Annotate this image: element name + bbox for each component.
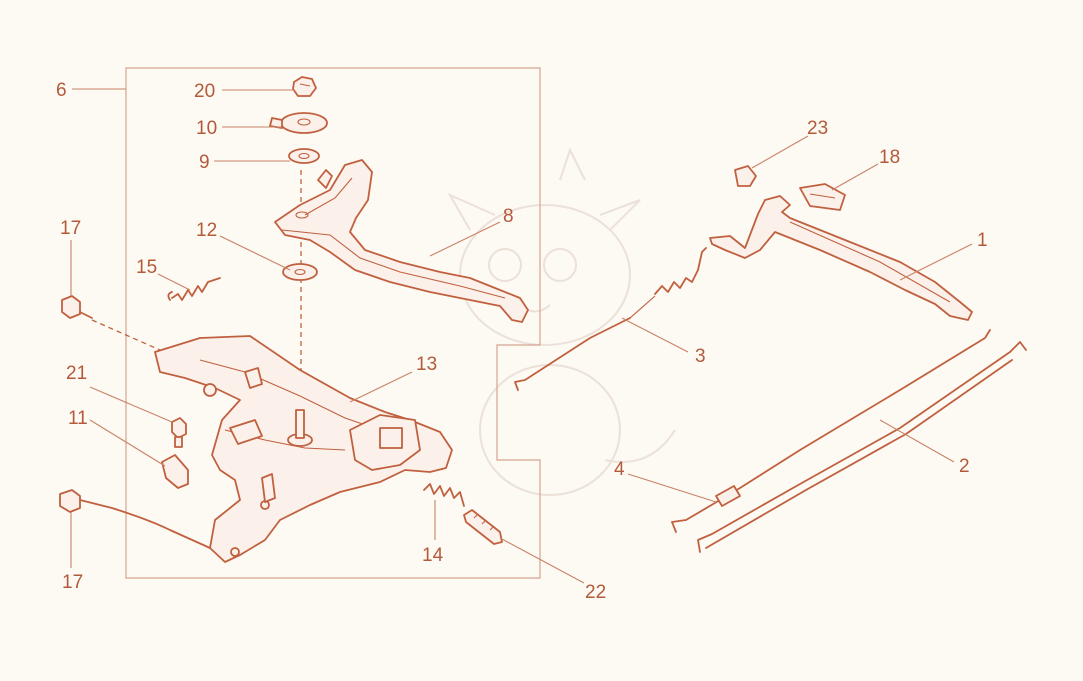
rod-part-4 (671, 329, 991, 533)
label-part-22: 22 (585, 582, 606, 603)
label-part-2: 2 (959, 456, 970, 477)
leader-lines (70, 88, 973, 584)
watermark-mascot (447, 147, 676, 496)
label-part-14: 14 (422, 545, 444, 566)
label-part-10: 10 (196, 118, 217, 139)
cable-end-part-17-top (61, 295, 161, 351)
label-part-6: 6 (56, 80, 67, 101)
cable-end-part-17-bottom (59, 489, 211, 549)
label-part-11: 11 (68, 408, 88, 429)
label-part-4: 4 (614, 459, 625, 480)
label-part-1: 1 (977, 230, 988, 251)
label-part-17-bottom: 17 (62, 572, 83, 593)
clip-part-11 (161, 454, 189, 489)
throttle-lever-part-1 (709, 165, 973, 321)
bolt-part-21 (171, 417, 187, 448)
rod-spring-part-3 (514, 247, 707, 391)
label-part-8: 8 (503, 206, 514, 227)
part-labels: 6 20 10 9 17 12 15 8 13 21 11 17 14 22 2… (56, 80, 988, 603)
label-part-15: 15 (136, 257, 157, 278)
rod-part-2 (697, 341, 1027, 553)
label-part-17-top: 17 (60, 218, 81, 239)
label-part-23: 23 (807, 118, 828, 139)
label-part-12: 12 (196, 220, 217, 241)
washer-part-12 (282, 263, 318, 281)
label-part-3: 3 (695, 346, 706, 367)
spring-part-15 (167, 277, 221, 301)
label-part-18: 18 (879, 147, 900, 168)
base-bracket-part-13 (154, 335, 453, 563)
group-6-frame (125, 67, 541, 579)
label-part-9: 9 (199, 152, 210, 173)
washer-part-9 (288, 148, 320, 164)
upper-lever-part-8 (274, 159, 529, 323)
nut-part-20 (292, 76, 317, 97)
screw-part-22 (463, 509, 503, 545)
label-part-21: 21 (66, 363, 87, 384)
lever-plate-part-10 (269, 112, 328, 134)
spring-part-14 (423, 483, 465, 507)
label-part-20: 20 (194, 81, 215, 102)
label-part-13: 13 (416, 354, 437, 375)
